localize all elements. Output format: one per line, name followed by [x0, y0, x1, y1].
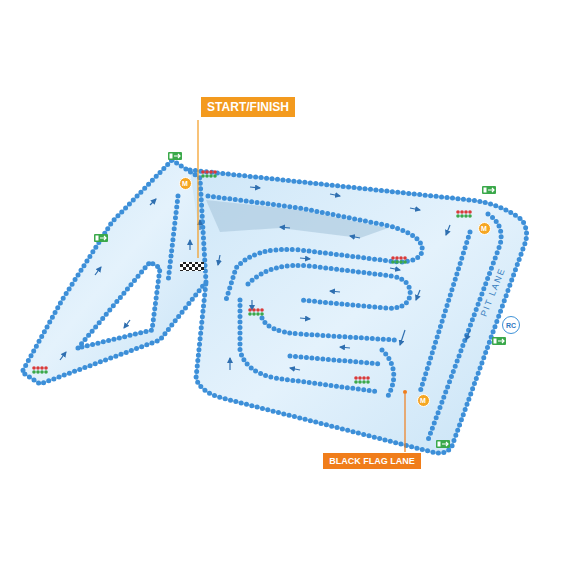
start-line: [180, 262, 204, 271]
leader-dot: [403, 390, 407, 394]
exit-signs: [94, 152, 506, 448]
node-text: BLACK FLAG LANE: [329, 456, 415, 466]
direction-arrows: [60, 187, 470, 370]
leader-line: [197, 120, 198, 258]
marshal-post: M: [179, 177, 192, 190]
node-text: M: [182, 180, 188, 187]
barriers: [22, 160, 527, 453]
callout-box: BLACK FLAG LANE: [323, 453, 421, 469]
marshal-post: M: [478, 222, 491, 235]
track-floor: [22, 160, 206, 384]
leader-line: [404, 394, 405, 452]
node-text: RC: [506, 322, 516, 329]
marshal-post: M: [417, 394, 430, 407]
node-text: M: [481, 225, 487, 232]
node-text: M: [420, 397, 426, 404]
callout-box: START/FINISH: [201, 97, 295, 117]
node-text: START/FINISH: [207, 100, 289, 114]
race-control: RC: [502, 316, 520, 334]
lane-label: PIT LANE: [479, 266, 508, 318]
start-lights: [32, 170, 472, 384]
track-floor: [190, 170, 527, 453]
